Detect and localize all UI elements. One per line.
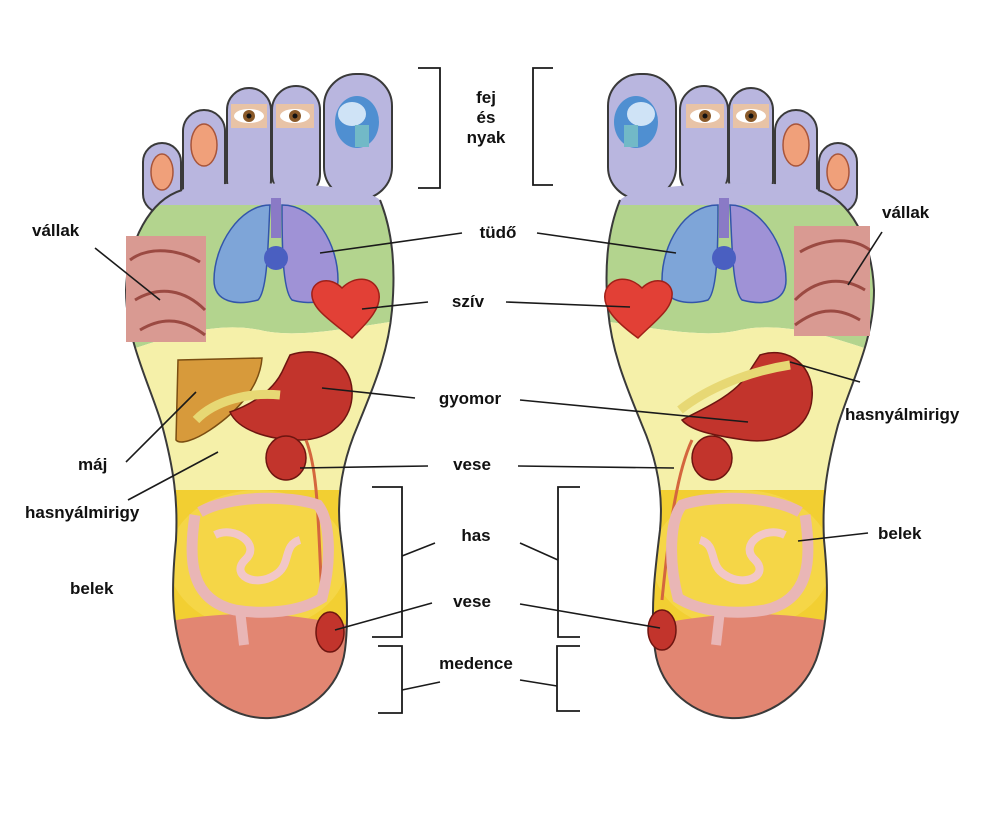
label-heart: szív <box>452 292 485 311</box>
bracket-abdomen-left <box>372 486 403 638</box>
eye-icon <box>733 104 769 128</box>
bracket-head-right <box>532 67 553 186</box>
intestines-icon <box>666 492 814 646</box>
left-foot <box>124 73 395 720</box>
lungs-icon <box>661 198 787 304</box>
label-intestines-left: belek <box>70 579 114 598</box>
leader-pancreas-left <box>127 451 219 501</box>
leader-abdomen-left <box>401 542 436 557</box>
leader-pelvis-left <box>401 681 441 691</box>
kidney-icon <box>265 435 307 481</box>
label-pancreas-right: hasnyálmirigy <box>845 405 960 424</box>
bracket-pelvis-right <box>556 645 580 712</box>
leader-kidney-lower-right <box>519 603 661 629</box>
label-head-neck-1: fej <box>476 88 496 107</box>
eye-icon <box>686 104 724 128</box>
eye-icon <box>276 104 314 128</box>
bracket-head-left <box>418 67 441 189</box>
leader-shoulders-right <box>847 231 883 286</box>
ear-icon <box>826 153 850 191</box>
leader-kidney-lower-left <box>334 602 433 631</box>
bladder-kidney-icon <box>647 609 677 651</box>
leader-abdomen-right <box>519 542 559 561</box>
left-toe-2 <box>271 85 321 199</box>
heart-icon <box>311 278 381 340</box>
ureter-icon <box>660 439 694 601</box>
label-abdomen: has <box>461 526 490 545</box>
leader-kidney-upper-right <box>517 465 675 469</box>
kidney-icon <box>691 435 733 481</box>
leader-kidney-upper-left <box>299 465 429 469</box>
leader-heart-right <box>505 301 631 308</box>
left-zone-pelvis <box>126 614 394 719</box>
stomach-icon <box>228 351 353 441</box>
right-toe-2 <box>679 85 729 199</box>
label-stomach: gyomor <box>439 389 502 408</box>
shoulder-muscle-icon <box>126 236 207 342</box>
leader-heart-left <box>361 301 429 310</box>
right-zone-pelvis <box>606 614 874 719</box>
leader-stomach-left <box>321 387 416 399</box>
label-lung: tüdő <box>480 223 517 242</box>
leader-liver-left <box>125 391 197 463</box>
left-zone-head-neck <box>126 183 394 205</box>
label-pelvis: medence <box>439 654 513 673</box>
leader-shoulders-left <box>94 247 161 301</box>
leader-pancreas-right <box>789 361 861 383</box>
lungs-icon <box>213 198 339 304</box>
bracket-pelvis-left <box>378 645 403 714</box>
right-zone-head-neck <box>606 183 874 205</box>
right-foot-outline <box>605 189 876 720</box>
bracket-abdomen-right <box>557 486 580 638</box>
head-brain-icon <box>335 96 379 148</box>
leader-lung-right <box>536 232 677 254</box>
intestines-icon <box>186 492 334 646</box>
leader-intestines-right <box>797 532 869 542</box>
leader-lung-left <box>319 232 463 254</box>
leader-stomach-right <box>519 399 749 423</box>
label-head-neck-3: nyak <box>467 128 506 147</box>
ear-icon <box>190 123 218 167</box>
pancreas-icon <box>677 360 791 414</box>
label-intestines-right: belek <box>878 524 922 543</box>
eye-icon <box>231 104 267 128</box>
head-brain-icon <box>614 96 658 148</box>
ear-icon <box>150 153 174 191</box>
label-shoulders-right: vállak <box>882 203 930 222</box>
label-shoulders-left: vállak <box>32 221 80 240</box>
label-head-neck-2: és <box>477 108 496 127</box>
heart-icon <box>604 278 673 339</box>
shoulder-muscle-icon <box>793 226 871 336</box>
pancreas-icon <box>192 389 281 424</box>
label-liver: máj <box>78 455 107 474</box>
label-kidney-lower: vese <box>453 592 491 611</box>
bladder-kidney-icon <box>315 611 345 653</box>
right-foot <box>604 73 876 720</box>
ear-icon <box>782 123 810 167</box>
label-pancreas-left: hasnyálmirigy <box>25 503 140 522</box>
leader-pelvis-right <box>519 679 558 687</box>
label-kidney-upper: vese <box>453 455 491 474</box>
